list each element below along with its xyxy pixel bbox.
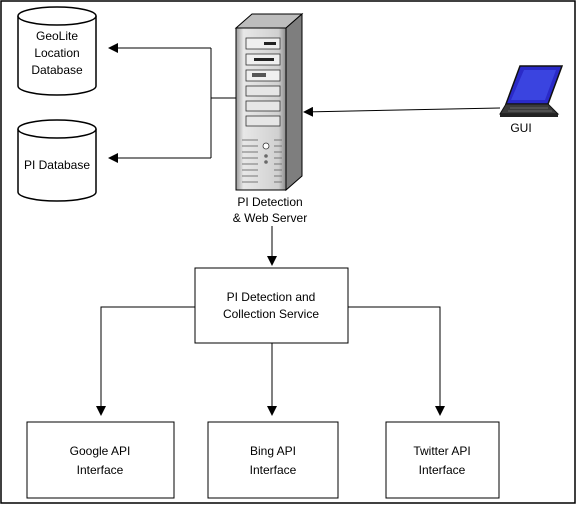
server-to-databases-connector — [108, 43, 236, 163]
service-label-line-1: PI Detection and — [227, 290, 316, 304]
laptop-icon — [499, 65, 564, 117]
geolite-database-node: GeoLite Location Database — [17, 6, 97, 96]
server-label-line-1: PI Detection — [237, 195, 302, 209]
google-label-line-1: Google API — [70, 444, 131, 458]
google-label-line-2: Interface — [77, 463, 124, 477]
twitter-label-line-2: Interface — [419, 463, 466, 477]
service-to-apis-connector — [96, 306, 445, 416]
twitter-api-node: Twitter API Interface — [385, 421, 500, 499]
geolite-label-line-3: Database — [31, 63, 83, 77]
bing-api-node: Bing API Interface — [207, 421, 339, 499]
server-label-line-2: & Web Server — [233, 211, 307, 225]
service-label-line-2: Collection Service — [223, 307, 319, 321]
twitter-label-line-1: Twitter API — [413, 444, 470, 458]
geolite-label-line-2: Location — [34, 46, 79, 60]
bing-label-line-1: Bing API — [250, 444, 296, 458]
gui-label: GUI — [510, 121, 531, 135]
gui-to-server-arrow — [303, 106, 501, 117]
geolite-label-line-1: GeoLite — [36, 29, 78, 43]
pi-database-node: PI Database — [17, 119, 97, 202]
bing-label-line-2: Interface — [250, 463, 297, 477]
server-tower-icon — [234, 12, 304, 192]
collection-service-node: PI Detection and Collection Service — [194, 267, 349, 344]
google-api-node: Google API Interface — [26, 421, 175, 499]
pi-database-label: PI Database — [24, 158, 90, 172]
